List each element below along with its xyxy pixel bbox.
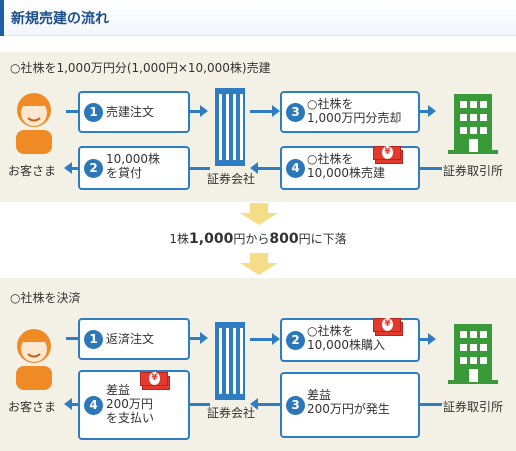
section2-heading: ○社株を決済 bbox=[10, 291, 81, 305]
connector-line bbox=[256, 167, 280, 170]
connector-line bbox=[190, 167, 210, 170]
step-text: 差益 200万円 を支払い bbox=[106, 383, 155, 425]
connector-line bbox=[190, 403, 210, 406]
arrow-left-icon bbox=[64, 162, 72, 174]
money-icon: ¥ bbox=[373, 318, 403, 336]
arrow-left-icon bbox=[250, 398, 258, 410]
down-arrow-icon bbox=[250, 253, 268, 263]
connector-line bbox=[72, 167, 78, 170]
money-icon: ¥ bbox=[373, 146, 403, 164]
securities-building-icon bbox=[215, 88, 245, 166]
step-text: ○社株を 10,000株購入 bbox=[307, 324, 385, 352]
connector-line bbox=[420, 338, 430, 341]
step-number-badge: 3 bbox=[286, 396, 305, 415]
step-number-badge: 1 bbox=[84, 103, 103, 122]
arrow-right-icon bbox=[272, 333, 280, 345]
section1-heading: ○社株を1,000万円分(1,000円×10,000株)売建 bbox=[10, 61, 271, 75]
arrow-right-icon bbox=[428, 105, 436, 117]
connector-line bbox=[66, 110, 78, 113]
step-text: 10,000株 を貸付 bbox=[106, 152, 160, 180]
page-title: 新規売建の流れ bbox=[11, 11, 109, 27]
down-arrow-icon bbox=[240, 263, 278, 275]
down-arrow-icon bbox=[250, 203, 268, 213]
down-arrow-icon bbox=[240, 213, 278, 225]
connector-line bbox=[420, 403, 442, 406]
step-number-badge: 4 bbox=[84, 396, 103, 415]
connector-line bbox=[256, 403, 280, 406]
step-text: 売建注文 bbox=[106, 105, 155, 119]
exchange-label: 証券取引所 bbox=[443, 400, 504, 414]
step-number-badge: 2 bbox=[286, 331, 305, 350]
step-text: 返済注文 bbox=[106, 332, 155, 346]
connector-line bbox=[250, 110, 272, 113]
arrow-right-icon bbox=[272, 105, 280, 117]
securities-label: 証券会社 bbox=[207, 406, 256, 420]
step-number-badge: 3 bbox=[286, 103, 305, 122]
connector-line bbox=[66, 337, 78, 340]
arrow-right-icon bbox=[200, 105, 208, 117]
connector-line bbox=[190, 337, 202, 340]
arrow-left-icon bbox=[250, 162, 258, 174]
step-number-badge: 2 bbox=[84, 159, 103, 178]
connector-line bbox=[72, 403, 78, 406]
step-number-badge: 1 bbox=[84, 330, 103, 349]
customer-icon bbox=[16, 329, 52, 390]
price-change-text: 1株1,000円から800円に下落 bbox=[169, 231, 347, 247]
arrow-right-icon bbox=[200, 332, 208, 344]
step-number-badge: 4 bbox=[286, 159, 305, 178]
exchange-building-icon bbox=[448, 324, 498, 384]
customer-label: お客さま bbox=[8, 400, 57, 414]
connector-line bbox=[190, 110, 202, 113]
connector-line bbox=[250, 338, 272, 341]
step-box-sell-shares bbox=[280, 91, 420, 133]
arrow-right-icon bbox=[428, 333, 436, 345]
connector-line bbox=[420, 167, 442, 170]
step-text: ○社株を 10,000株売建 bbox=[307, 152, 385, 180]
step-text: ○社株を 1,000万円分売却 bbox=[307, 97, 402, 125]
arrow-left-icon bbox=[64, 398, 72, 410]
page-header bbox=[0, 0, 516, 36]
securities-label: 証券会社 bbox=[207, 172, 256, 186]
customer-label: お客さま bbox=[8, 164, 57, 178]
money-icon: ¥ bbox=[140, 372, 170, 390]
customer-icon bbox=[16, 93, 52, 154]
securities-building-icon bbox=[215, 322, 245, 400]
exchange-building-icon bbox=[448, 94, 498, 154]
exchange-label: 証券取引所 bbox=[443, 164, 504, 178]
connector-line bbox=[420, 110, 430, 113]
step-text: 差益 200万円が発生 bbox=[307, 388, 390, 416]
header-accent-bar bbox=[0, 0, 4, 36]
